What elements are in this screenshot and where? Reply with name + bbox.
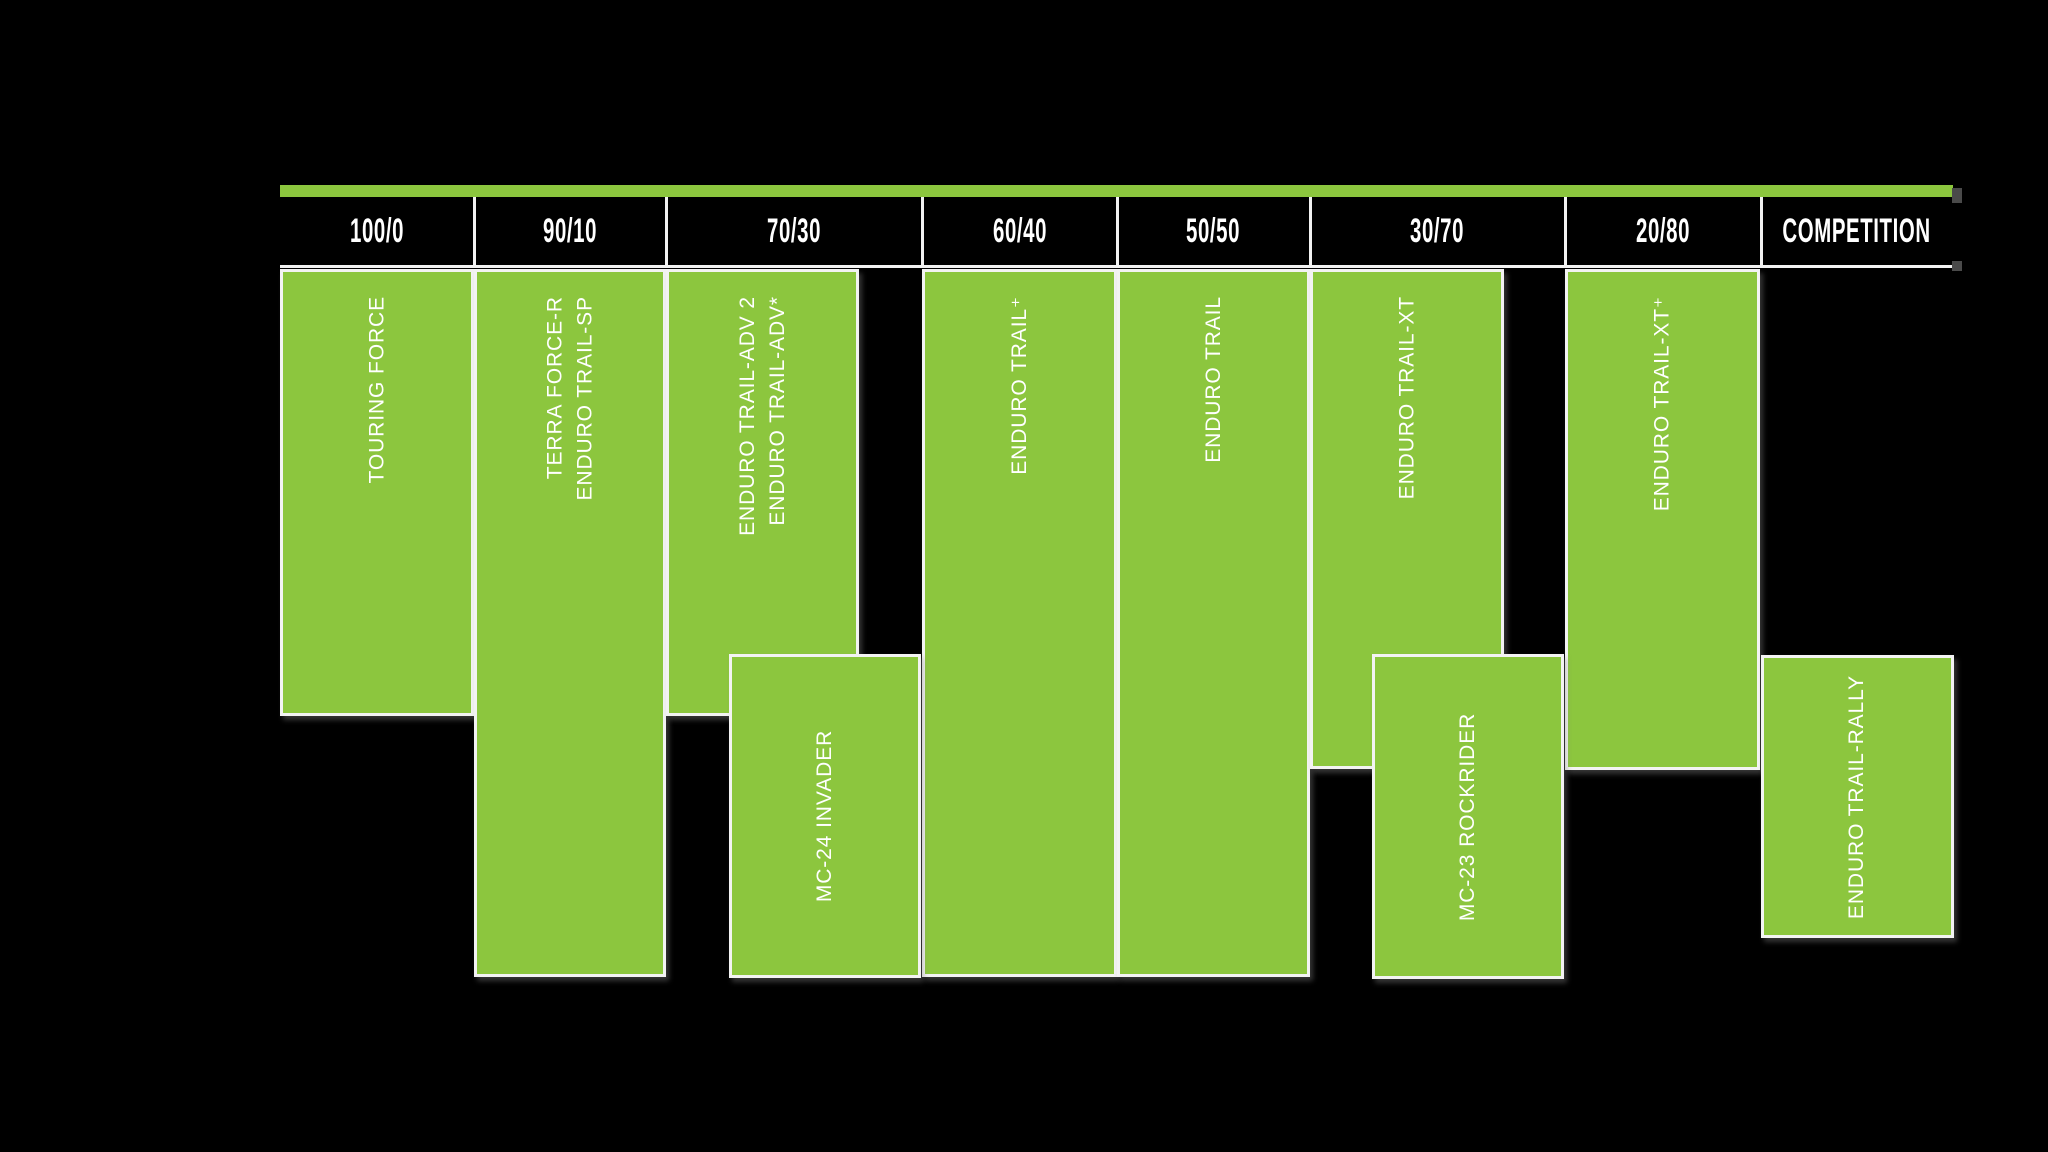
header-divider	[921, 197, 924, 265]
bar-touring-force: TOURING FORCE	[280, 269, 474, 716]
bar-label-line: MC-24 INVADER	[813, 729, 836, 903]
bar-label: TERRA FORCE-R ENDURO TRAIL-SP	[540, 296, 600, 500]
header-cell-competition: COMPETITION	[1761, 197, 1953, 265]
header-cell-60-40: 60/40	[923, 197, 1117, 265]
header-divider	[1116, 197, 1119, 265]
header-cell-30-70: 30/70	[1310, 197, 1565, 265]
bar-enduro-trail-xt-plus: ENDURO TRAIL-XT⁺	[1565, 269, 1760, 770]
bar-label-line: ENDURO TRAIL-XT	[1395, 296, 1418, 500]
bar-label-line: ENDURO TRAIL-RALLY	[1845, 674, 1869, 919]
header-divider	[1309, 197, 1312, 265]
header-cell-90-10: 90/10	[474, 197, 666, 265]
bar-mc-24-invader: MC-24 INVADER	[729, 654, 921, 978]
header-label: 70/30	[767, 211, 822, 250]
bar-label: ENDURO TRAIL-XT⁺	[1648, 296, 1678, 511]
header-label: 60/40	[992, 211, 1048, 250]
bar-label-line: MC-23 ROCKRIDER	[1456, 712, 1480, 921]
bar-label-line: ENDURO TRAIL-XT⁺	[1650, 296, 1674, 512]
bar-label-line: TOURING FORCE	[365, 296, 388, 484]
bar-label: MC-23 ROCKRIDER	[1375, 657, 1561, 976]
bar-enduro-trail-adv: ENDURO TRAIL-ADV 2 ENDURO TRAIL-ADV*	[666, 269, 859, 716]
header-divider	[665, 197, 668, 265]
bar-label: ENDURO TRAIL-ADV 2 ENDURO TRAIL-ADV*	[733, 296, 793, 536]
bar-terra-force-r: TERRA FORCE-R ENDURO TRAIL-SP	[474, 269, 666, 977]
bar-mc-23-rockrider: MC-23 ROCKRIDER	[1372, 654, 1564, 979]
header-label: COMPETITION	[1782, 211, 1932, 250]
bar-label: ENDURO TRAIL⁺	[1005, 296, 1035, 475]
header-underline	[280, 265, 1953, 268]
header-divider	[1760, 197, 1763, 265]
bar-enduro-trail: ENDURO TRAIL	[1117, 269, 1310, 977]
header-label: 50/50	[1186, 211, 1241, 250]
header-cell-20-80: 20/80	[1565, 197, 1761, 265]
header-cell-50-50: 50/50	[1117, 197, 1310, 265]
selection-handle-icon[interactable]	[1952, 188, 1962, 203]
bar-label-line: ENDURO TRAIL	[1201, 296, 1225, 463]
bar-label: MC-24 INVADER	[732, 657, 918, 975]
bar-enduro-trail-rally: ENDURO TRAIL-RALLY	[1761, 655, 1954, 938]
header-divider	[473, 197, 476, 265]
header-label: 30/70	[1410, 211, 1465, 250]
selection-handle-icon[interactable]	[1952, 261, 1962, 271]
bar-label-line: TERRA FORCE-R	[543, 296, 566, 480]
bar-label-line: ENDURO TRAIL⁺	[1007, 296, 1031, 475]
bar-label: ENDURO TRAIL	[1199, 296, 1229, 463]
bar-label-line: ENDURO TRAIL-ADV 2	[735, 296, 759, 536]
header-divider	[1564, 197, 1567, 265]
bar-label: ENDURO TRAIL-XT	[1392, 296, 1422, 499]
bar-label: TOURING FORCE	[362, 296, 392, 483]
header-label: 100/0	[349, 211, 405, 250]
bar-enduro-trail-plus: ENDURO TRAIL⁺	[922, 269, 1117, 977]
header-label: 20/80	[1635, 211, 1691, 250]
header-cell-70-30: 70/30	[666, 197, 923, 265]
header-cell-100-0: 100/0	[280, 197, 474, 265]
bar-label-line: ENDURO TRAIL-ADV*	[765, 296, 789, 526]
bar-label: ENDURO TRAIL-RALLY	[1764, 658, 1951, 935]
header-label: 90/10	[542, 211, 598, 250]
header-accent-bar	[280, 185, 1953, 197]
bar-label-line: ENDURO TRAIL-SP	[573, 296, 596, 501]
